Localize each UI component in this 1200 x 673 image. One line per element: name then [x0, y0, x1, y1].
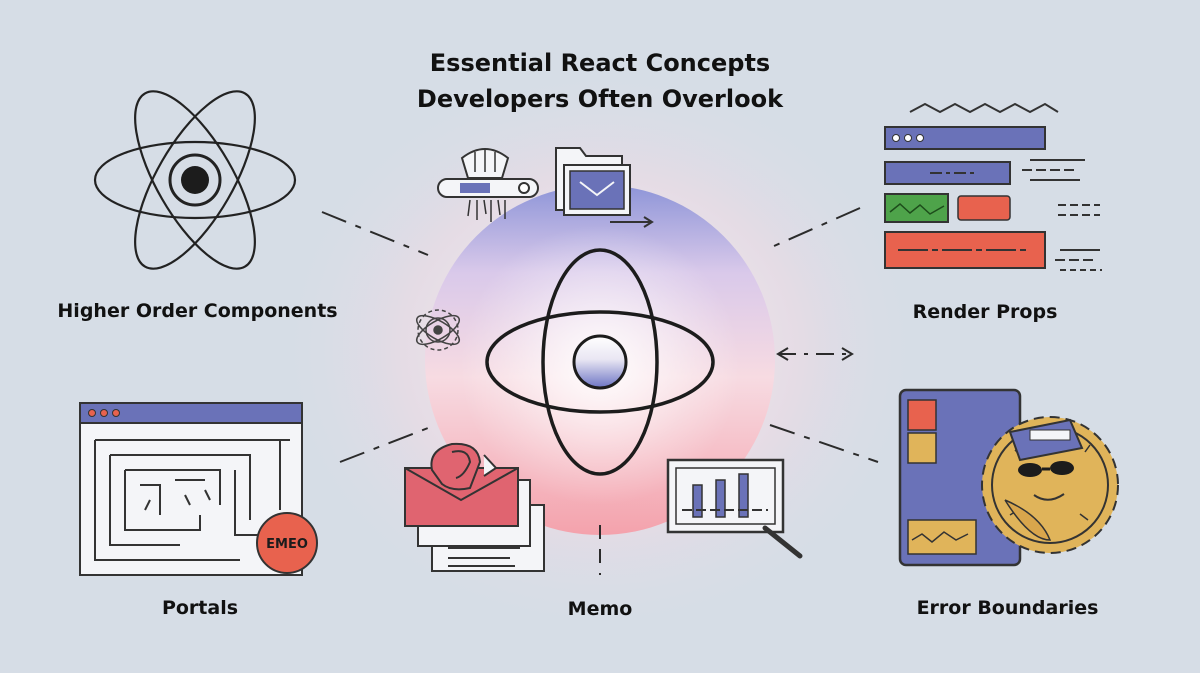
folder-window-icon: [555, 147, 654, 228]
diagram-title-line1: Essential React Concepts: [429, 49, 771, 77]
right-arrow-icon: [841, 347, 854, 361]
small-atom-gear-icon: [415, 309, 461, 351]
central-nucleus-icon: [572, 334, 628, 390]
left-arrow-icon: [776, 347, 789, 361]
hoc-atom-icon: [93, 90, 297, 270]
label-memo: Memo: [567, 598, 633, 620]
error-boundaries-icon: [898, 388, 1119, 567]
central-atom-icon: [485, 248, 715, 476]
label-portals: Portals: [161, 597, 239, 619]
central-react-sphere: [425, 185, 775, 535]
connector-lines: [321, 207, 879, 575]
connector-error: [769, 424, 879, 463]
zigzag-line-icon: [909, 102, 1059, 114]
label-render-props: Render Props: [912, 301, 1058, 323]
connector-hoc: [321, 211, 429, 256]
shredder-toggle-icon: [437, 148, 539, 222]
gear-character-icon: [981, 416, 1119, 554]
chart-magnifier-icon: [666, 458, 803, 559]
label-error-boundaries: Error Boundaries: [916, 597, 1099, 619]
portals-window-icon: [79, 402, 303, 576]
render-props-icon: [884, 102, 1102, 271]
label-higher-order-components: Higher Order Components: [57, 300, 338, 322]
connector-render-props: [764, 207, 861, 251]
memo-envelope-icon: [404, 442, 545, 572]
diagram-title-line2: Developers Often Overlook: [416, 85, 784, 113]
portal-badge-label: EMEO: [266, 537, 308, 552]
hoc-atom-nucleus: [181, 166, 209, 194]
maze-lines: [94, 439, 290, 561]
connector-portals: [339, 427, 429, 463]
portal-badge: [256, 512, 318, 574]
